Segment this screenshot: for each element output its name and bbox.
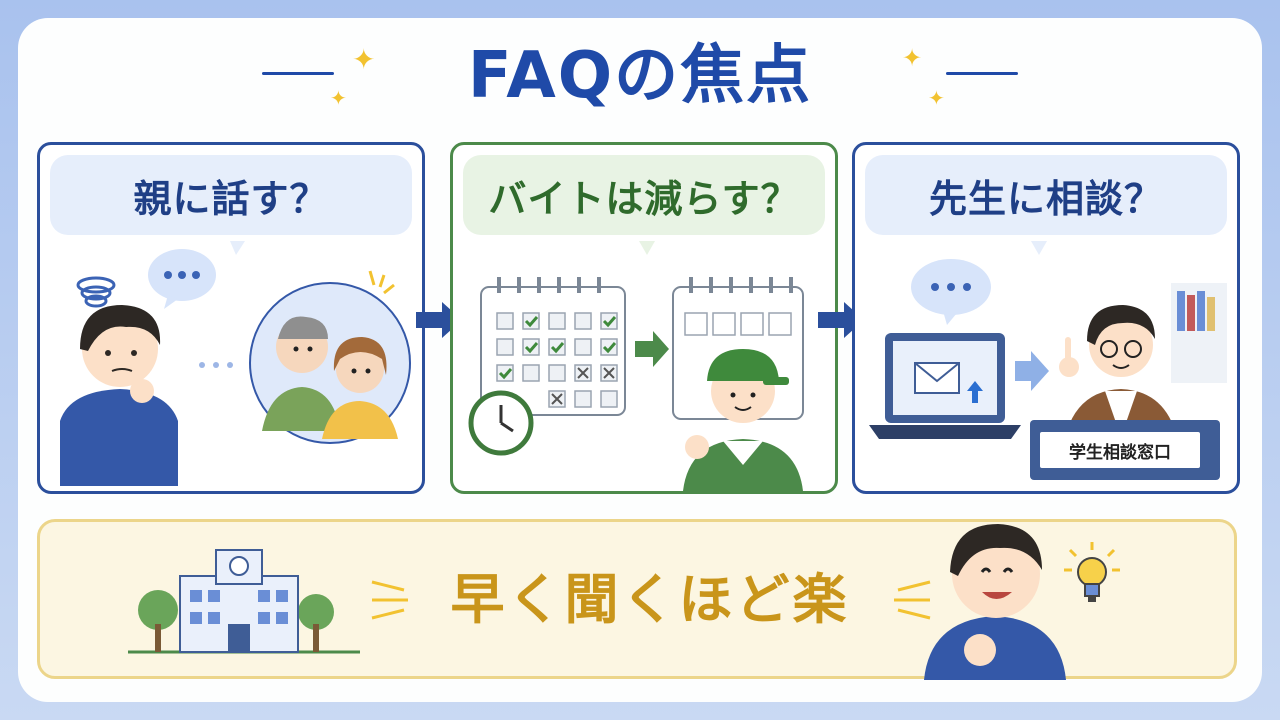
speech-bubble-icon	[911, 259, 991, 325]
office-sign-label: 学生相談窓口	[1040, 432, 1200, 468]
sparkle-icon: ✦	[928, 86, 945, 110]
panel-illustration	[60, 241, 411, 486]
question-bubble: バイトは減らす？	[463, 155, 825, 235]
lightbulb-icon	[1064, 542, 1120, 602]
title-dash-right	[946, 72, 1018, 75]
arrow-right-icon	[1015, 351, 1049, 391]
part-timer-icon	[683, 349, 803, 491]
question-bubble: 親に話す？	[50, 155, 412, 235]
panel-teacher: 先生に相談？	[852, 142, 1240, 494]
sparkle-icon: ✦	[330, 86, 347, 110]
calendar-icon	[480, 277, 626, 416]
panel-illustration	[468, 241, 804, 491]
sparkle-icon: ✦	[902, 44, 923, 72]
question-text: バイトは減らす？	[488, 176, 800, 221]
clock-icon	[468, 390, 534, 456]
school-building-icon	[128, 549, 360, 654]
emphasis-lines-right	[894, 580, 931, 620]
thinking-student	[60, 305, 178, 486]
panel-parents: 親に話す？	[37, 142, 425, 494]
speech-bubble-icon	[148, 249, 216, 309]
laptop-mail-icon	[869, 333, 1021, 439]
parents-icon	[249, 282, 411, 444]
question-bubble: 先生に相談？	[865, 155, 1227, 235]
arrow-right-icon	[635, 331, 669, 367]
sparkle-icon: ✦	[352, 43, 376, 76]
emphasis-lines-left	[371, 580, 408, 620]
panel-part-time-job: バイトは減らす？	[450, 142, 838, 494]
happy-student	[924, 524, 1066, 680]
question-text: 先生に相談？	[928, 176, 1163, 221]
page-title: FAQの焦点	[467, 39, 813, 113]
dizzy-icon	[76, 276, 116, 308]
question-text: 親に話す？	[133, 176, 329, 221]
slogan-text: 早く聞くほど楽	[450, 568, 850, 631]
title-dash-left	[262, 72, 334, 75]
